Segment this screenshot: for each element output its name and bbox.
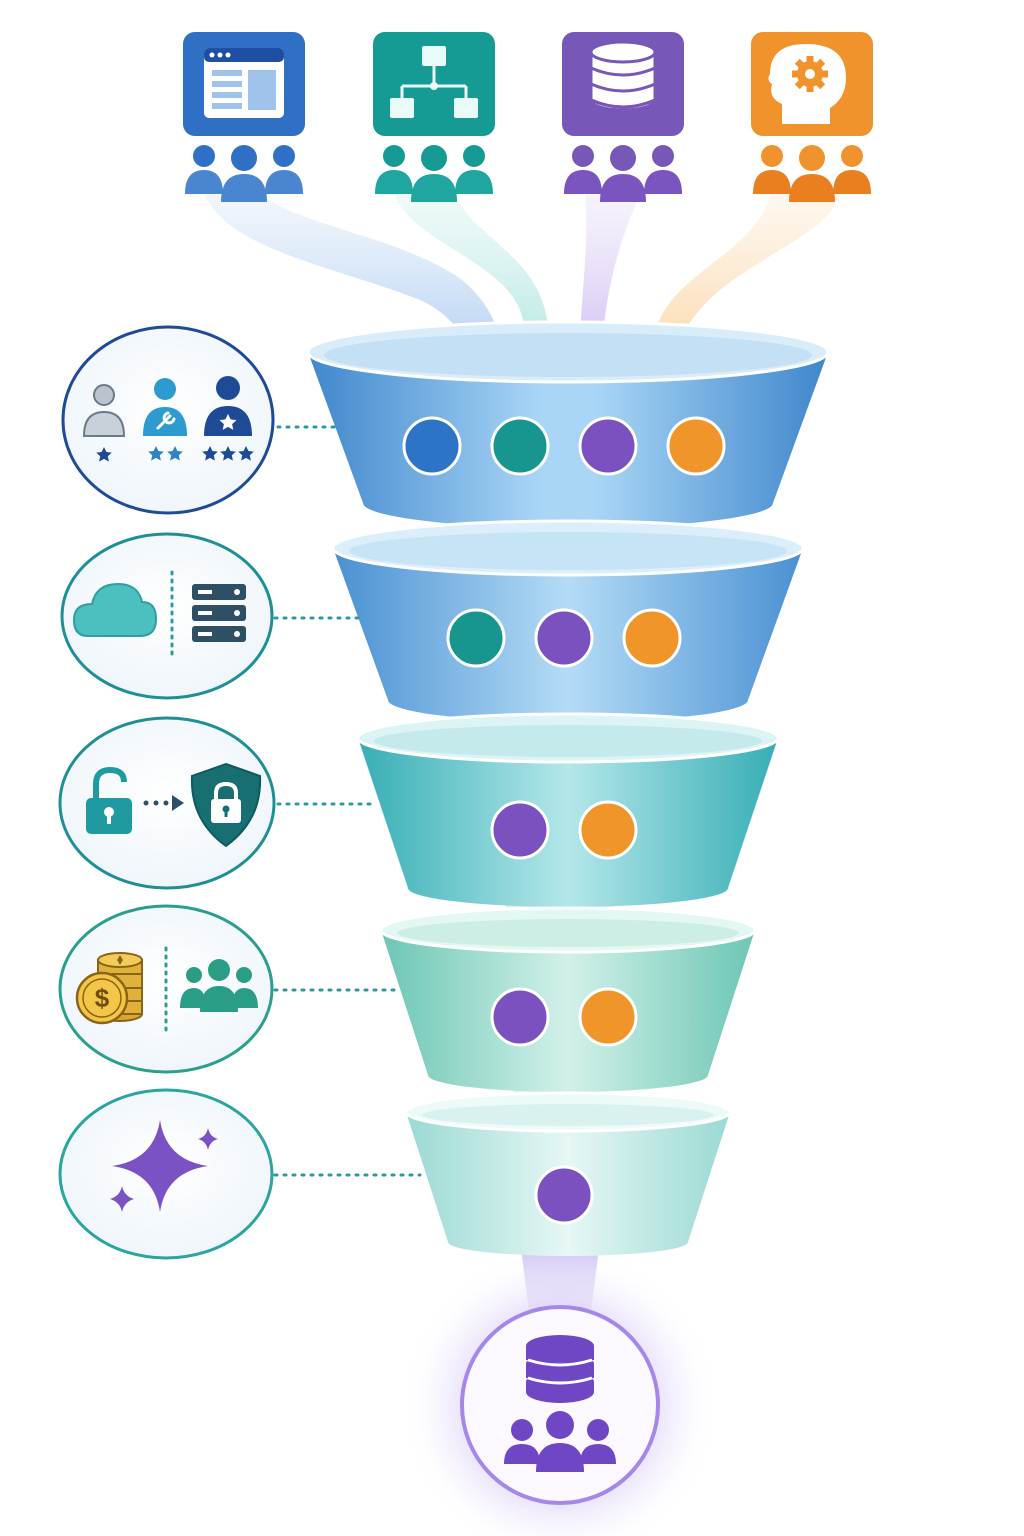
connectors xyxy=(273,425,422,1177)
funnel-stage-refinement xyxy=(404,1091,732,1256)
audience-group-icon xyxy=(185,145,303,202)
audience-group-icon xyxy=(753,145,871,202)
output-group-icon xyxy=(504,1411,616,1472)
funnel-stage-cost-and-team xyxy=(379,906,757,1092)
bubble-refinement xyxy=(58,1088,274,1260)
funnel-stage-role-tiers xyxy=(306,320,830,528)
output-database-icon xyxy=(526,1335,594,1403)
source-workflow xyxy=(373,32,495,202)
unlocked-padlock-icon xyxy=(86,766,132,834)
shield-lock-icon xyxy=(190,762,262,848)
stage-dot-orange xyxy=(578,800,638,860)
svg-text:$: $ xyxy=(95,983,110,1013)
stage-dot-purple xyxy=(490,800,550,860)
arrow-right-icon xyxy=(143,795,184,811)
audience-group-icon xyxy=(375,145,493,202)
stream-blue xyxy=(205,195,508,380)
bubble-role-tiers xyxy=(61,325,275,515)
hierarchy-diagram-icon xyxy=(390,46,478,118)
stage-dot-teal xyxy=(446,608,506,668)
funnel-stage-deployment xyxy=(331,519,805,722)
sparkle-icon xyxy=(110,1120,218,1212)
stage-dot-purple xyxy=(534,608,594,668)
stage-dot-teal xyxy=(490,416,550,476)
user-wrench-icon xyxy=(143,378,187,461)
stage-bubbles: $ xyxy=(58,325,276,1260)
stage-dot-purple xyxy=(490,987,550,1047)
funnel-stages xyxy=(306,320,830,1256)
stage-dot-orange xyxy=(622,608,682,668)
audience-group-icon xyxy=(564,145,682,202)
server-rack-icon xyxy=(192,584,246,642)
stage-dot-blue xyxy=(402,416,462,476)
cloud-icon xyxy=(72,582,158,637)
source-web-app xyxy=(183,32,305,202)
user-star-icon xyxy=(202,376,254,461)
browser-window-icon xyxy=(204,48,284,118)
stream-orange xyxy=(645,195,840,380)
stage-dot-orange xyxy=(666,416,726,476)
user-basic-icon xyxy=(82,384,126,462)
head-gear-icon xyxy=(768,44,846,124)
source-icons xyxy=(183,32,873,202)
bubble-deployment xyxy=(60,532,274,700)
source-expertise xyxy=(751,32,873,202)
stage-dot-purple xyxy=(578,416,638,476)
source-database xyxy=(562,32,684,202)
stage-dot-purple xyxy=(534,1165,594,1225)
funnel-stage-security xyxy=(356,712,780,907)
database-icon xyxy=(589,40,657,112)
stage-dot-orange xyxy=(578,987,638,1047)
output-node xyxy=(400,1245,720,1536)
group-icon xyxy=(180,959,258,1012)
coin-stack-icon: $ xyxy=(75,952,143,1025)
bubble-security xyxy=(58,716,276,890)
bubble-cost-and-team: $ xyxy=(58,904,274,1074)
